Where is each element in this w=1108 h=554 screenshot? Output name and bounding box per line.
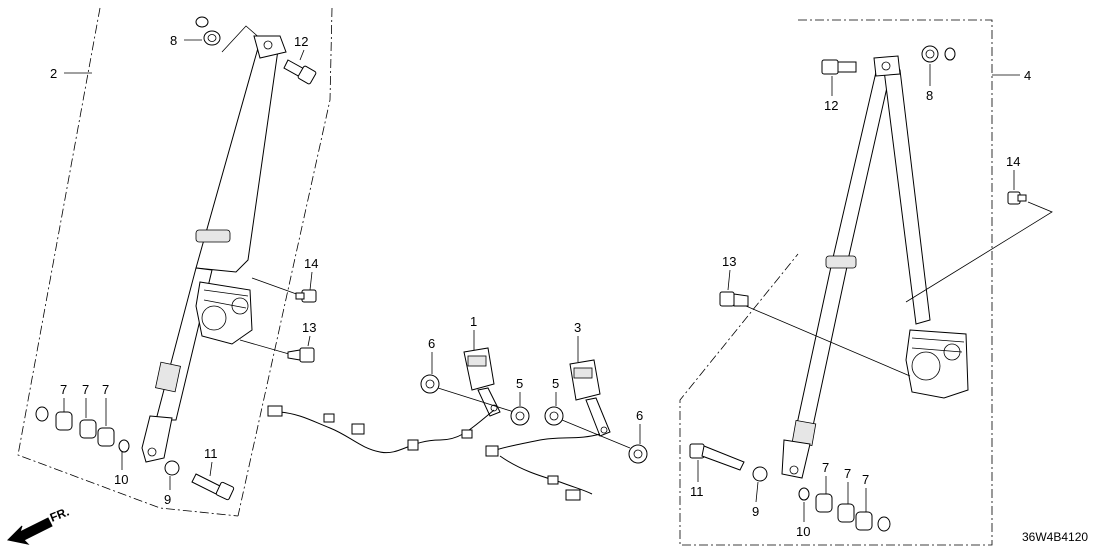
callout-10-right: 10 — [796, 524, 810, 539]
right-spacers — [798, 487, 891, 532]
left-washer-8 — [195, 16, 221, 46]
callout-8-right: 8 — [926, 88, 933, 103]
callout-7b-left: 7 — [82, 382, 89, 397]
nut-5-left — [510, 406, 530, 426]
left-assembly-boundary — [17, 7, 239, 517]
callout-14-left: 14 — [304, 256, 318, 271]
callout-5-left: 5 — [516, 376, 523, 391]
callout-14-right: 14 — [1006, 154, 1020, 169]
callout-6-left: 6 — [428, 336, 435, 351]
left-retractor — [195, 281, 253, 345]
callout-9-right: 9 — [752, 504, 759, 519]
right-bolt-14 — [1007, 191, 1027, 205]
left-washer-9 — [164, 460, 180, 476]
buckle-1-wire — [279, 409, 495, 454]
callout-13-right: 13 — [722, 254, 736, 269]
right-retractor — [905, 329, 969, 399]
callout-8-left: 8 — [170, 33, 177, 48]
callout-7a-left: 7 — [60, 382, 67, 397]
right-upper-anchor — [873, 55, 901, 77]
right-bolt-13 — [719, 291, 749, 307]
buckle-3-wire — [489, 433, 601, 495]
callout-5-right: 5 — [552, 376, 559, 391]
left-bolt-11 — [191, 473, 235, 501]
left-seat-belt-assembly — [17, 7, 333, 517]
diagram-code: 36W4B4120 — [1022, 530, 1088, 544]
callout-1: 1 — [470, 314, 477, 329]
callout-9-left: 9 — [164, 492, 171, 507]
callout-7a-right: 7 — [822, 460, 829, 475]
front-arrow-icon — [6, 517, 53, 545]
front-direction-label: FR. — [48, 505, 71, 525]
right-lower-anchor — [781, 439, 811, 479]
callout-12-right: 12 — [824, 98, 838, 113]
right-belt-guide — [825, 255, 857, 269]
left-bolt-12 — [283, 59, 317, 85]
buckle-3 — [569, 359, 611, 437]
buckle-1 — [463, 347, 501, 417]
right-webbing-diagonal — [883, 69, 931, 325]
callout-10-left: 10 — [114, 472, 128, 487]
right-washer-9 — [752, 466, 768, 482]
callout-3: 3 — [574, 320, 581, 335]
callout-6-right: 6 — [636, 408, 643, 423]
left-assembly-boundary-right — [237, 7, 333, 517]
front-direction-indicator: FR. — [6, 505, 71, 545]
nut-5-right — [544, 406, 564, 426]
callout-2-left: 2 — [50, 66, 57, 81]
right-bolt-11 — [689, 443, 745, 471]
callout-7c-right: 7 — [862, 472, 869, 487]
left-belt-guide — [195, 229, 231, 243]
callout-7b-right: 7 — [844, 466, 851, 481]
callout-11-left: 11 — [204, 446, 218, 461]
callout-11-right: 11 — [690, 484, 704, 499]
washer-6-left — [420, 374, 440, 394]
left-spacers-7 — [35, 406, 130, 453]
callout-13-left: 13 — [302, 320, 316, 335]
left-bolt-14 — [295, 289, 317, 303]
right-seat-belt-assembly — [679, 19, 1053, 546]
callout-12-left: 12 — [294, 34, 308, 49]
right-webbing-lower — [793, 261, 849, 441]
right-bolt-12 — [821, 59, 857, 75]
left-lower-anchor — [141, 415, 173, 463]
callout-4-right: 4 — [1024, 68, 1031, 83]
callout-labels: 2 8 12 14 13 7 7 7 10 9 11 6 1 5 5 3 6 4… — [50, 33, 1031, 539]
right-assembly-boundary — [679, 19, 993, 546]
callout-7c-left: 7 — [102, 382, 109, 397]
right-washer-8 — [921, 45, 956, 63]
washer-6-right — [628, 444, 648, 464]
left-upper-anchor — [253, 35, 287, 59]
left-webbing-tag — [155, 361, 181, 393]
right-webbing-strap — [831, 71, 891, 263]
buckle-assemblies — [267, 330, 648, 501]
left-bolt-13 — [287, 347, 315, 363]
